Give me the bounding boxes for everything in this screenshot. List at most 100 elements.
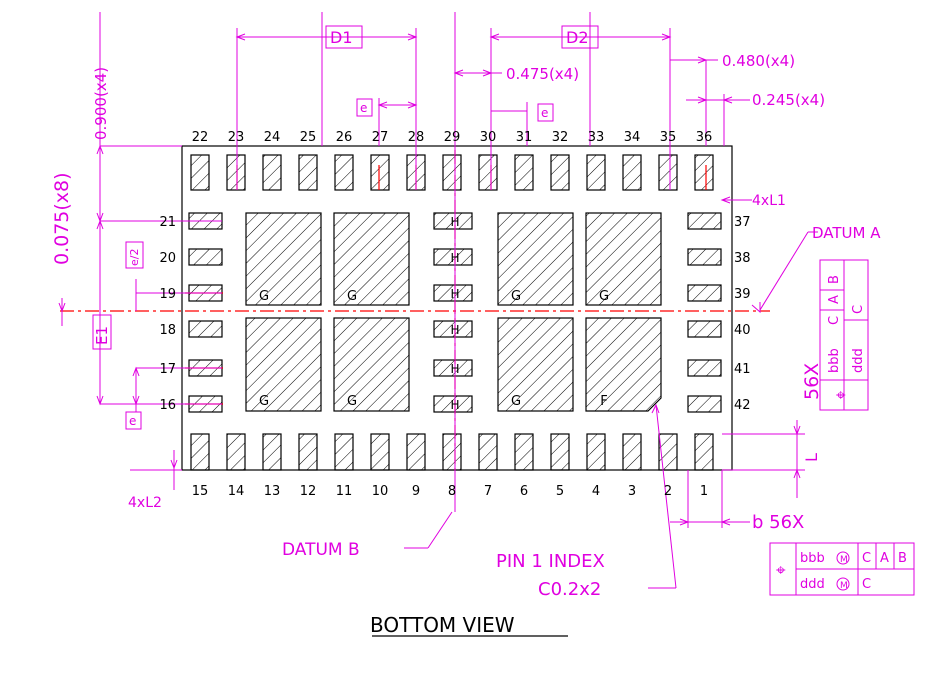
dim-0475-label: 0.475(x4) — [506, 65, 579, 83]
pin-number-top: 30 — [480, 130, 497, 145]
pad-right — [687, 320, 722, 338]
pad-label-h: H — [450, 398, 459, 412]
pad-right — [687, 395, 722, 413]
pin-number-top: 36 — [696, 130, 713, 145]
l2-label: 4xL2 — [128, 495, 162, 511]
fcf-a-b: B — [827, 275, 842, 284]
pad-label-h: H — [450, 362, 459, 376]
pin-number-bottom: 5 — [556, 484, 564, 499]
pin-number-top: 35 — [660, 130, 677, 145]
mmc-circles — [836, 551, 850, 591]
pad-right — [687, 248, 722, 266]
l1-label: 4xL1 — [752, 193, 786, 209]
pad-label-g: G — [347, 394, 357, 409]
dimension-lines — [58, 12, 818, 589]
pad-label-g: G — [259, 289, 269, 304]
pad-top — [586, 154, 606, 191]
dim-0245-label: 0.245(x4) — [752, 91, 825, 109]
pad-right — [687, 284, 722, 302]
pad-top — [226, 154, 246, 191]
pin-number-left: 21 — [159, 215, 176, 230]
fcf2-position-symbol: ⌖ — [776, 561, 786, 581]
pad-left — [188, 320, 223, 338]
pin-number-bottom: 9 — [412, 484, 420, 499]
fcf2-c2: C — [862, 577, 871, 592]
pin-number-bottom: 11 — [336, 484, 353, 499]
pad-label-h: H — [450, 215, 459, 229]
signal-pad-h — [433, 320, 473, 338]
pin1-thermal-pad — [585, 317, 662, 412]
signal-pad-h — [433, 248, 473, 266]
pin-number-bottom: 12 — [300, 484, 317, 499]
pad-top — [370, 154, 390, 191]
pad-bottom — [334, 433, 354, 471]
pin-number-right: 42 — [734, 398, 751, 413]
signal-pad-h — [433, 359, 473, 377]
pad-group — [188, 154, 722, 471]
fcf-a-bbb: bbb — [827, 348, 842, 373]
pin-number-top: 26 — [336, 130, 353, 145]
pad-top — [478, 154, 498, 191]
pad-label-h: H — [450, 251, 459, 265]
pad-bottom — [658, 433, 678, 471]
pin-number-bottom: 3 — [628, 484, 636, 499]
b-label: b 56X — [752, 512, 804, 533]
pin-number-right: 40 — [734, 323, 751, 338]
package-outline — [181, 145, 733, 471]
pin-number-bottom: 13 — [264, 484, 281, 499]
pin-number-bottom: 10 — [372, 484, 389, 499]
pad-label-g: G — [347, 289, 357, 304]
pad-bottom — [622, 433, 642, 471]
e-left-label: e — [129, 414, 136, 428]
dim-0480-label: 0.480(x4) — [722, 52, 795, 70]
thermal-pad — [585, 212, 662, 306]
pin-number-top: 32 — [552, 130, 569, 145]
pad-right — [687, 212, 722, 230]
thermal-pad — [497, 317, 574, 412]
e-top-label: e — [360, 101, 367, 115]
pin-number-top: 31 — [516, 130, 533, 145]
pad-bottom — [514, 433, 534, 471]
pad-bottom — [226, 433, 246, 471]
dimension-boxes — [92, 25, 915, 596]
pad-bottom — [406, 433, 426, 471]
e-top2-label: e — [541, 106, 548, 120]
pad-top — [550, 154, 570, 191]
fcf-position-symbol: ⌖ — [836, 386, 846, 406]
pad-top — [658, 154, 678, 191]
view-title: BOTTOM VIEW — [370, 613, 515, 637]
pad-top — [262, 154, 282, 191]
pad-bottom — [478, 433, 498, 471]
fcf-a-a: A — [827, 295, 842, 304]
pad-top — [622, 154, 642, 191]
thermal-pad — [245, 317, 322, 412]
pad-label-g: G — [259, 394, 269, 409]
pin-number-bottom: 7 — [484, 484, 492, 499]
pin-number-left: 16 — [159, 398, 176, 413]
x56-label: 56X — [801, 363, 823, 400]
pin-number-bottom: 14 — [228, 484, 245, 499]
l-label: L — [802, 453, 821, 462]
fcf2-c: C — [862, 551, 871, 566]
fcf-a-c: C — [827, 316, 842, 325]
pad-bottom — [370, 433, 390, 471]
pin-number-top: 33 — [588, 130, 605, 145]
pin-number-bottom: 4 — [592, 484, 600, 499]
fcf-dividers — [795, 289, 914, 595]
pad-label-h: H — [450, 287, 459, 301]
pin-number-right: 37 — [734, 215, 751, 230]
fcf-b-c: C — [851, 305, 866, 314]
pin-number-bottom: 8 — [448, 484, 456, 499]
pad-top — [190, 154, 210, 191]
fcf2-a: A — [880, 551, 889, 566]
pin-number-right: 38 — [734, 251, 751, 266]
thermal-pad — [333, 317, 410, 412]
pin-number-top: 27 — [372, 130, 389, 145]
pin-number-bottom: 2 — [664, 484, 672, 499]
fcf2-bbb: bbb — [800, 551, 825, 566]
pad-label-f: F — [600, 394, 607, 409]
pin-number-bottom: 6 — [520, 484, 528, 499]
pin-number-top: 34 — [624, 130, 641, 145]
pin-number-top: 25 — [300, 130, 317, 145]
pad-bottom — [298, 433, 318, 471]
